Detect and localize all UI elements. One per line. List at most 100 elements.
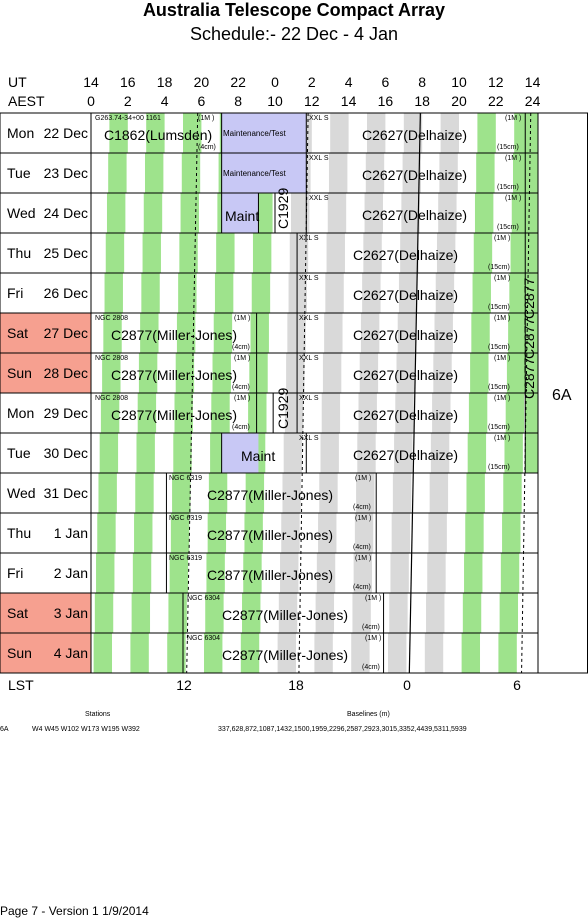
time-stripe — [400, 233, 419, 273]
stations-list: W4 W45 W102 W173 W195 W392 — [32, 726, 140, 733]
time-stripe — [131, 593, 151, 633]
time-stripe — [430, 433, 450, 473]
time-stripe — [242, 593, 261, 633]
row-day: Mon — [7, 405, 35, 421]
band-label: (4cm) — [362, 624, 380, 631]
time-stripe — [211, 393, 230, 433]
row-date: 2 Jan — [53, 565, 88, 581]
time-stripe — [102, 353, 121, 393]
time-stripe — [500, 553, 520, 593]
maintenance-block — [221, 113, 307, 153]
time-stripe — [286, 353, 305, 393]
ut-tick: 22 — [230, 74, 246, 90]
ut-tick: 0 — [271, 74, 279, 90]
time-stripe — [440, 113, 459, 153]
project-c2877: C2877(Miller-Jones) — [222, 607, 349, 623]
time-stripe — [140, 313, 159, 353]
time-stripe — [204, 633, 223, 673]
row-day: Wed — [7, 485, 36, 501]
time-stripe — [472, 273, 491, 313]
time-stripe — [389, 593, 408, 633]
edge-stripe — [525, 233, 538, 273]
time-stripe — [141, 273, 160, 313]
page-subtitle: Schedule:- 22 Dec - 4 Jan — [189, 24, 399, 44]
time-stripe — [432, 393, 451, 433]
time-stripe — [214, 273, 234, 313]
time-stripe — [142, 233, 161, 273]
time-stripe — [435, 273, 455, 313]
time-stripe — [251, 273, 271, 313]
time-stripe — [288, 273, 307, 313]
time-stripe — [321, 393, 341, 433]
weekend-cell — [0, 353, 91, 393]
stations-label: Stations — [85, 711, 111, 718]
edge-stripe — [525, 113, 538, 153]
time-stripe — [509, 273, 528, 313]
time-stripe — [328, 153, 348, 193]
project-c2877-vertical: C2877 — [521, 357, 537, 399]
time-stripe — [108, 153, 127, 193]
aest-tick: 10 — [267, 93, 283, 109]
time-stripe — [216, 233, 235, 273]
time-stripe — [477, 113, 496, 153]
source-label: XXL S — [299, 395, 319, 402]
ut-tick: 8 — [418, 74, 427, 90]
ut-tick: 12 — [488, 74, 504, 90]
aest-tick: 4 — [160, 93, 169, 109]
band-label: (1M ) — [494, 435, 511, 442]
config-label: 6A — [552, 387, 572, 404]
time-stripe — [213, 313, 233, 353]
maintenance-block — [221, 193, 259, 233]
project-c2627: C2627(Delhaize) — [353, 327, 459, 343]
source-label: XXL S — [299, 235, 319, 242]
project-c2877: C2877(Miller-Jones) — [111, 407, 238, 423]
time-stripe — [134, 513, 153, 553]
time-stripe — [94, 593, 114, 633]
time-stripe — [392, 473, 412, 513]
source-label: XXL S — [299, 435, 319, 442]
row-day: Tue — [7, 445, 31, 461]
time-stripe — [438, 193, 457, 233]
time-stripe — [439, 153, 458, 193]
aest-tick: 16 — [377, 93, 394, 109]
band-label: (1M ) — [494, 355, 511, 362]
ut-tick: 14 — [83, 74, 99, 90]
project-c2877: C2877(Miller-Jones) — [207, 487, 334, 503]
band-label: (15cm) — [488, 424, 510, 431]
time-stripe — [287, 313, 306, 353]
project-c2627: C2627(Delhaize) — [353, 247, 459, 263]
row-day: Sun — [7, 365, 32, 381]
lst-tick-0: 0 — [403, 677, 411, 693]
ut-tick: 2 — [307, 74, 316, 90]
time-stripe — [465, 513, 484, 553]
time-stripe — [99, 433, 119, 473]
time-stripe — [506, 353, 526, 393]
time-stripe — [205, 593, 224, 633]
time-stripe — [136, 433, 155, 473]
time-stripe — [173, 433, 192, 473]
band-label: (4cm) — [232, 424, 250, 431]
aest-tick: 22 — [488, 93, 504, 109]
time-stripe — [391, 513, 411, 553]
source-label: NGC 6304 — [187, 635, 221, 642]
row-day: Mon — [7, 125, 35, 141]
band-label: (4cm) — [198, 144, 216, 151]
time-stripe — [315, 593, 335, 633]
time-stripe — [249, 353, 268, 393]
ut-tick: 18 — [156, 74, 173, 90]
time-stripe — [176, 313, 196, 353]
project-c1929: C1929 — [275, 387, 291, 429]
time-stripe — [499, 593, 519, 633]
time-stripe — [96, 553, 115, 593]
time-stripe — [289, 233, 309, 273]
time-stripe — [367, 113, 386, 153]
time-stripe — [169, 553, 189, 593]
time-stripe — [245, 473, 265, 513]
row-date: 31 Dec — [43, 485, 88, 501]
source-label: NGC 6319 — [169, 475, 203, 482]
band-label: (1M ) — [234, 315, 251, 322]
time-stripe — [250, 313, 269, 353]
time-stripe — [470, 353, 489, 393]
row-date: 25 Dec — [43, 245, 88, 261]
source-label: NGC 2808 — [95, 315, 129, 322]
